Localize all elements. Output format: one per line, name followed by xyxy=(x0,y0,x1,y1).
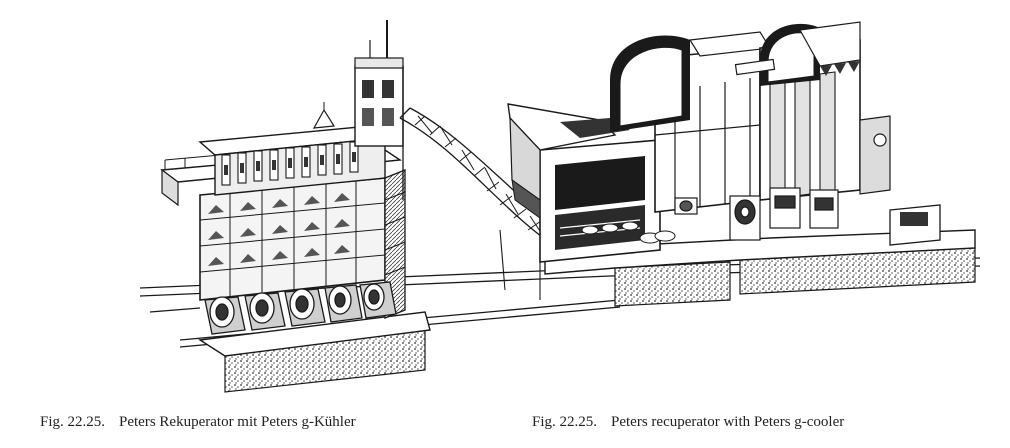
drive-units xyxy=(674,115,891,241)
hopper-units xyxy=(204,281,397,335)
cooler-unit xyxy=(507,21,976,307)
caption-english: Fig. 22.25. Peters recuperator with Peter… xyxy=(532,413,844,431)
caption-german: Fig. 22.25. Peters Rekuperator mit Peters… xyxy=(40,413,356,431)
elevator-tower xyxy=(354,20,404,200)
recuperator-cooler-illustration xyxy=(139,20,981,393)
cell-block xyxy=(199,177,386,301)
caption-english-figure-number: Fig. 22.25. xyxy=(532,414,598,430)
recuperator-tower xyxy=(160,20,431,393)
caption-german-figure-number: Fig. 22.25. xyxy=(40,414,106,430)
caption-german-text: Peters Rekuperator mit Peters g-Kühler xyxy=(119,414,356,430)
caption-english-text: Peters recuperator with Peters g-cooler xyxy=(611,414,845,430)
